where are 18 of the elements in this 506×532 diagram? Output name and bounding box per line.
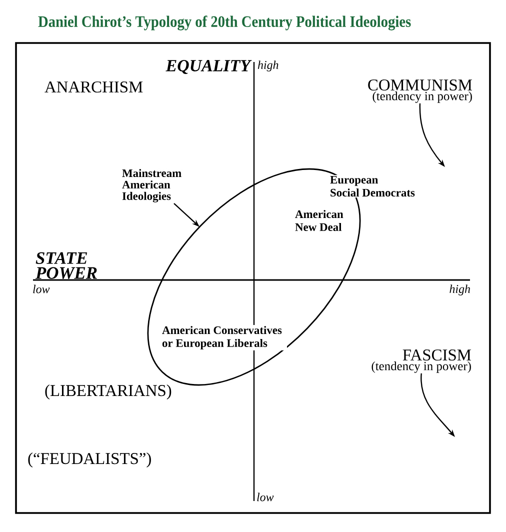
callout-label: Mainstream American Ideologies: [122, 169, 182, 202]
axis-title: STATE POWER: [35, 252, 97, 279]
axis-end-label: low: [257, 492, 274, 502]
ellipse-label: European Social Democrats: [329, 175, 419, 198]
ideology-label: (“FEUDALISTS”): [28, 452, 151, 468]
ellipse-label: American Conservatives or European Liberals: [161, 325, 287, 350]
ideology-label: ANARCHISM: [44, 81, 143, 93]
title: Daniel Chirot’s Typology of 20th Century Political Ideologies: [38, 16, 411, 30]
axis-end-label: high: [450, 284, 470, 296]
ellipse-label: American New Deal: [295, 210, 344, 231]
axis-end-label: high: [258, 60, 278, 72]
axis-title: EQUALITY: [166, 60, 252, 74]
ideology-note: (tendency in power): [372, 92, 472, 103]
ideology-note: (tendency in power): [372, 362, 471, 373]
ideology-label: COMMUNISM: [368, 80, 472, 91]
axis-end-label: low: [33, 284, 50, 294]
ideology-label: FASCISM: [402, 349, 471, 361]
ideology-label: (LIBERTARIANS): [45, 384, 172, 400]
